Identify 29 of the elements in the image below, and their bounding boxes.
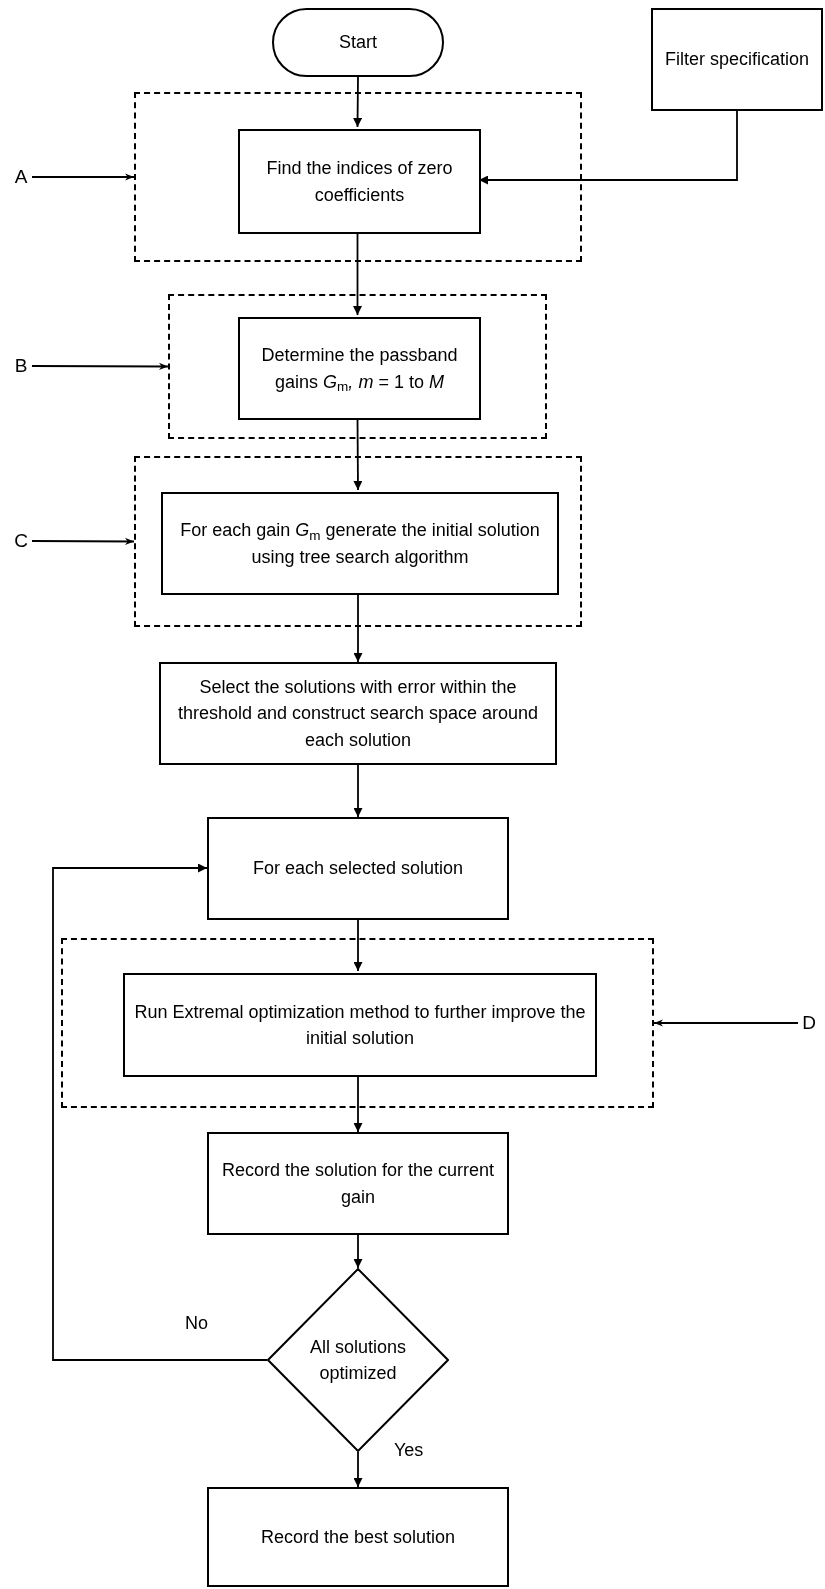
edge-label: No [183, 1314, 210, 1332]
leader-arrow [31, 362, 169, 371]
dashed-group-box [134, 456, 582, 627]
process-box: For each gain G$_{m}$ generate the initial solution using tree search algorithm [161, 492, 559, 595]
leader-arrow [31, 173, 135, 181]
arrow [353, 764, 363, 818]
arrow [353, 919, 363, 972]
dashed-group-box [61, 938, 654, 1108]
arrow [353, 1451, 363, 1488]
process-box: Record the solution for the current gain [207, 1132, 509, 1235]
process-box: For each selected solution [207, 817, 509, 920]
process-box: Run Extremal optimization method to further improve the initial solution [123, 973, 597, 1077]
callout-letter: D [798, 1011, 820, 1035]
arrow [353, 1234, 363, 1269]
leader-arrow [653, 1019, 799, 1027]
process-box: Find the indices of zero coefficients [238, 129, 481, 234]
dashed-group-box [168, 294, 547, 439]
edge-label: Yes [392, 1441, 426, 1459]
callout-letter: A [10, 165, 32, 189]
process-box: Select the solutions with error within the threshold and construct search space around each solution [159, 662, 557, 765]
callout-letter: C [10, 529, 32, 553]
arrow [52, 863, 268, 1361]
process-box: Filter specification [651, 8, 823, 111]
callout-letter: B [10, 354, 32, 378]
leader-arrow [31, 537, 135, 546]
arrow [353, 76, 363, 128]
process-box: Determine the passband gains G$_{m}$, m = 1 to M [238, 317, 481, 420]
process-box: Record the best solution [207, 1487, 509, 1587]
dashed-group-box [134, 92, 582, 262]
